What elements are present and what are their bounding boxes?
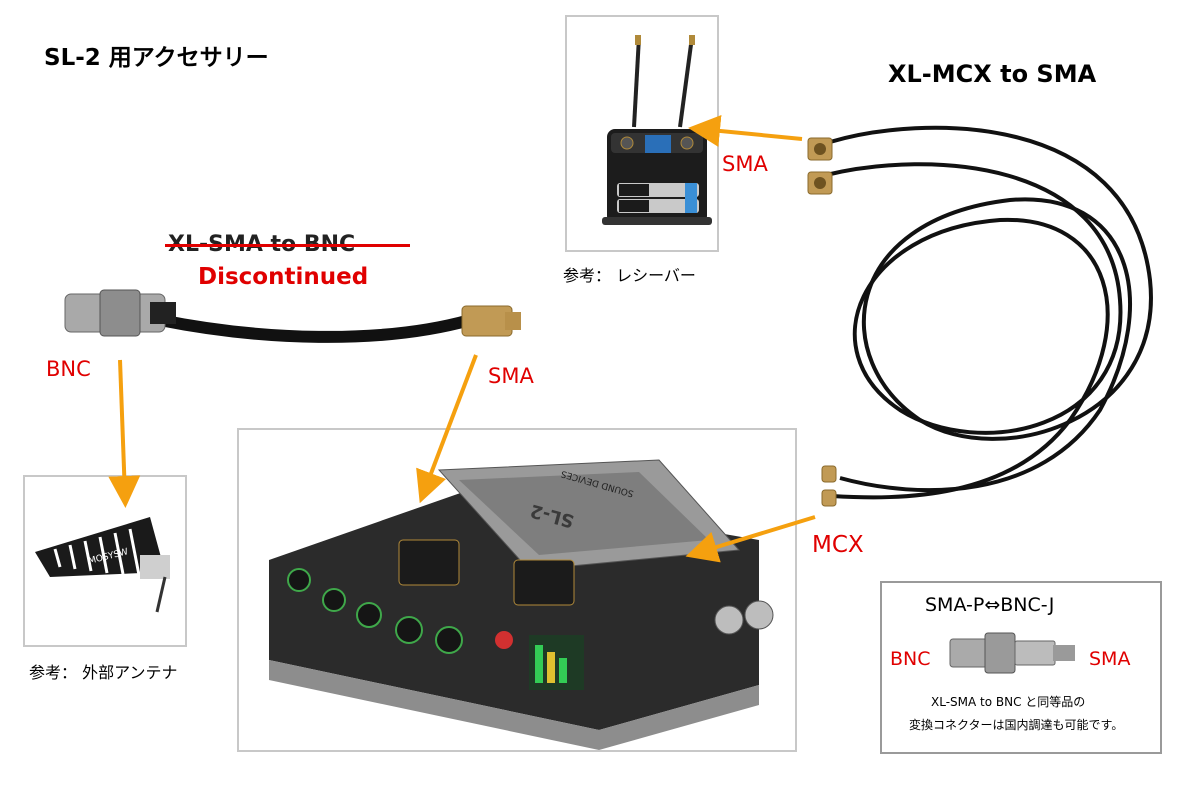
adapter-sma-label: SMA [1089, 648, 1131, 670]
adapter-note-2: 変換コネクターは国内調達も可能です。 [909, 718, 1124, 732]
antenna-illustration [35, 517, 170, 613]
adapter-bnc-label: BNC [890, 648, 931, 670]
adapter-illustration [949, 632, 1075, 674]
arrow-bnc-to-antenna [108, 359, 141, 508]
page-title: SL-2 用アクセサリー [44, 45, 269, 71]
arrow-sma-to-recorder [416, 354, 478, 504]
antenna-photo-box [23, 475, 187, 647]
arrow-sma-to-receiver [688, 115, 803, 147]
antenna-caption: 参考： 外部アンテナ [29, 663, 178, 682]
xlsma-sma-label: SMA [488, 364, 534, 388]
adapter-note-1: XL-SMA to BNC と同等品の [931, 695, 1086, 709]
recorder-photo-box [237, 428, 797, 752]
recorder-illustration [269, 459, 774, 750]
discontinued-label: Discontinued [198, 264, 369, 290]
adapter-box [880, 581, 1162, 754]
arrow-mcx-to-recorder [685, 515, 816, 563]
adapter-title: SMA-P⇔BNC-J [925, 594, 1055, 616]
mcx-connector-2 [821, 489, 837, 507]
xlmcx-mcx-label: MCX [812, 532, 864, 558]
strikethrough-line [165, 244, 410, 247]
receiver-illustration [602, 35, 712, 225]
xlsma-bnc-label: BNC [46, 357, 91, 381]
receiver-caption: 参考： レシーバー [563, 266, 696, 285]
mcx-connector-1 [821, 465, 837, 483]
xlmcx-sma-label: SMA [722, 152, 768, 176]
xlmcx-title: XL-MCX to SMA [888, 60, 1097, 88]
